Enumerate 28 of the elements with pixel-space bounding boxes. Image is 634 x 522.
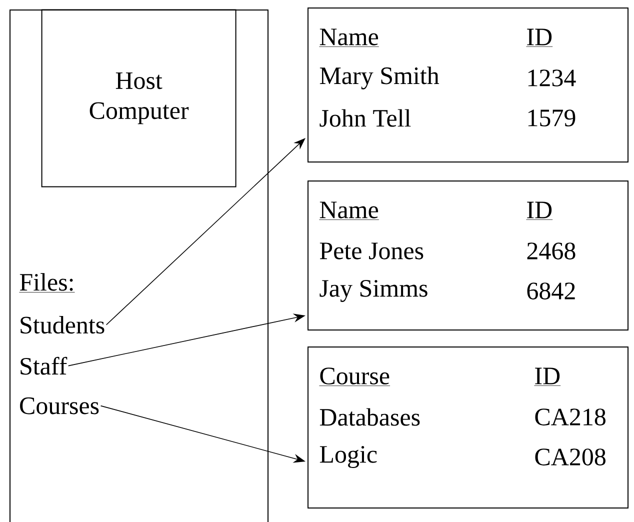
name-entry: Databases [320,408,420,426]
name-entry: Mary Smith [320,66,440,90]
name-entry: John Tell [320,109,411,127]
file-name: Students [20,316,104,334]
table-box [308,8,628,162]
file-name: Staff [20,356,68,375]
column-heading: Name [319,202,380,220]
id-entry: CA208 [535,448,606,466]
column-heading: ID [526,202,553,220]
name-entry: Jay Simms [320,280,428,302]
column-heading: ID [534,368,561,386]
id-entry: 1579 [528,110,576,126]
column-heading: ID [526,28,553,47]
id-entry: 2468 [527,242,576,260]
table-box [308,346,628,508]
table-box [308,180,628,330]
host-computer-box: Host Computer [41,9,236,188]
id-entry: CA218 [535,408,606,426]
arrow [106,138,306,326]
id-entry: 6842 [527,282,575,300]
id-entry: 1234 [528,70,576,86]
computer-box [10,10,268,522]
file-name: Courses [20,397,99,414]
label: Files: [19,273,75,292]
name-entry: Logic [320,446,377,468]
column-heading: Name [319,28,380,47]
name-entry: Pete Jones [320,242,424,260]
column-heading: Course [319,368,390,386]
